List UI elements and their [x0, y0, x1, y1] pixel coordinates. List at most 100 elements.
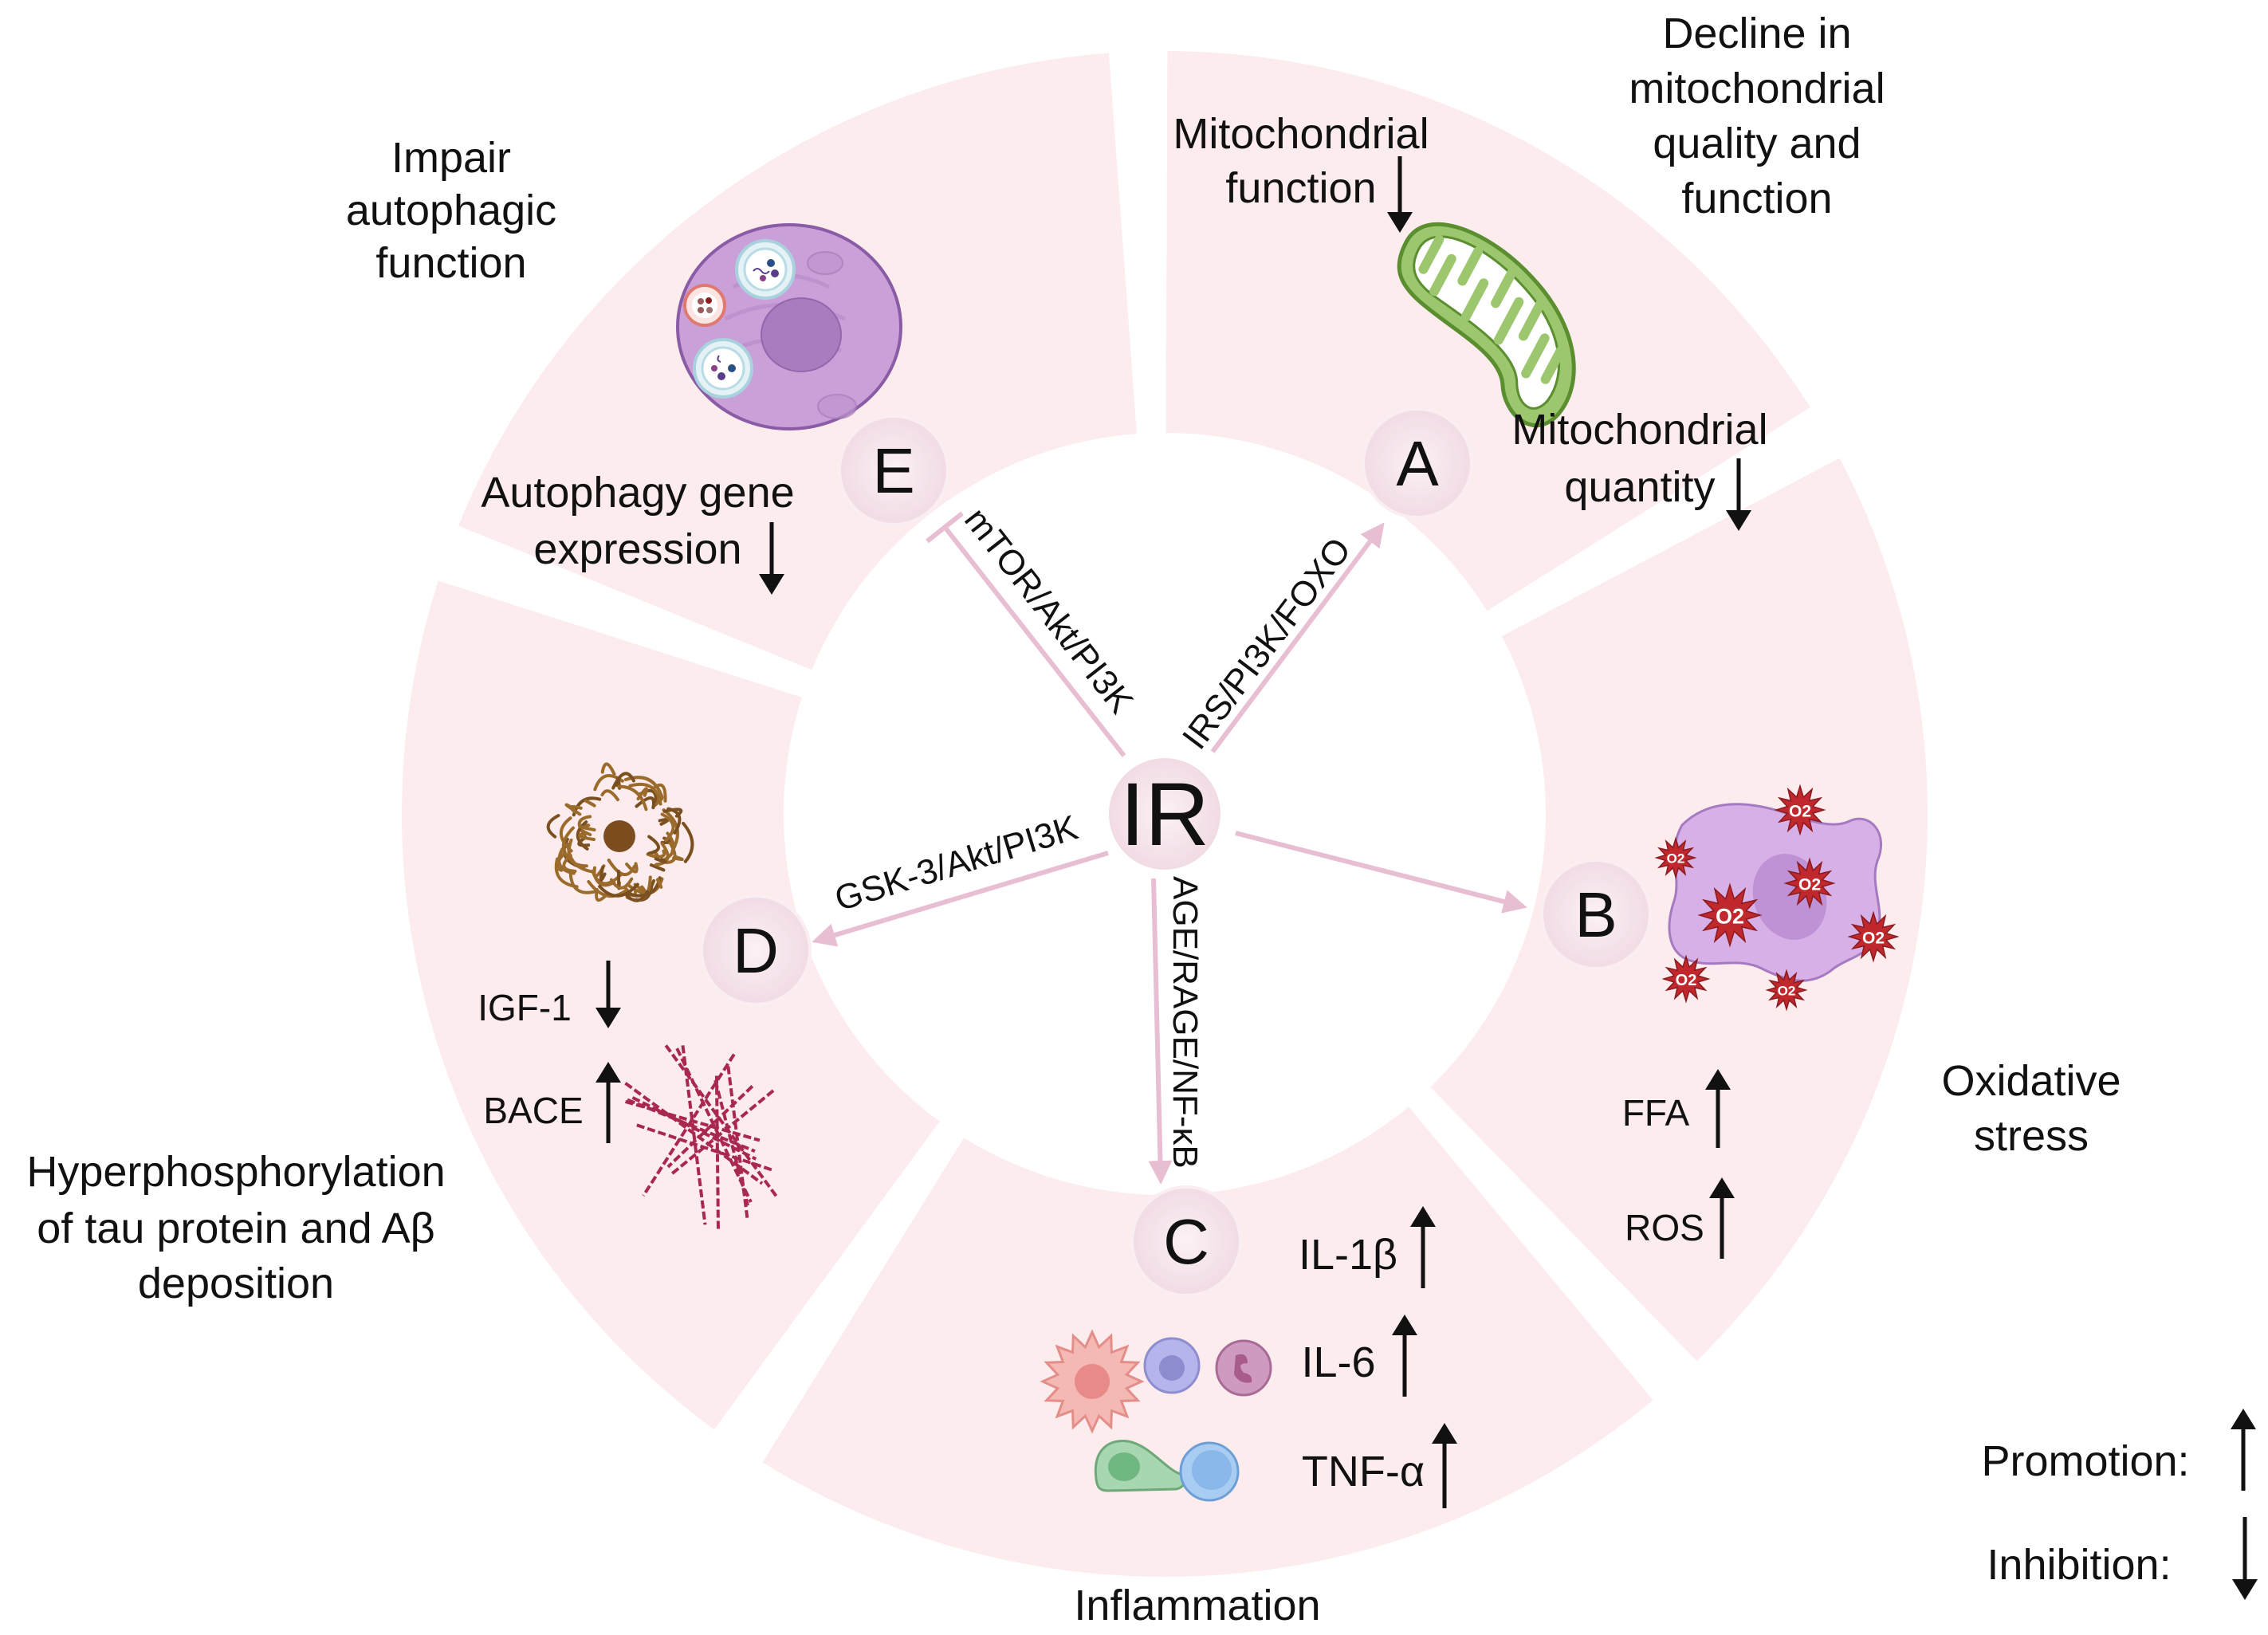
svg-text:O2: O2 [1667, 851, 1685, 867]
segment-a-title-line-1: Decline in [1662, 10, 1851, 57]
promotion-arrow-icon [1392, 1315, 1417, 1397]
mito-quantity-line-2: quantity [1564, 463, 1715, 511]
amyloid-fibril [675, 1047, 753, 1203]
segment-e-content: Impair autophagic function [346, 134, 902, 595]
neutrophil-cell-icon [1215, 1339, 1272, 1397]
segment-d-title-line-2: of tau protein and Aβ [37, 1205, 434, 1252]
tangle-strand [655, 878, 663, 889]
segment-b-title-line-2: stress [1974, 1112, 2089, 1160]
inhibition-arrow-icon [595, 961, 621, 1028]
badge-d[interactable]: D [700, 894, 812, 1006]
promotion-arrow-icon [1709, 1177, 1735, 1259]
macrophage-cell-icon [1143, 1337, 1201, 1394]
pathway-arrow-c [1148, 878, 1173, 1185]
segment-b-title-line-1: Oxidative [1941, 1057, 2121, 1105]
tangle-strand [584, 799, 596, 808]
tangle-strand [598, 882, 639, 898]
ros-star-icon: O2 [1774, 784, 1826, 836]
segment-c-title: Inflammation [1074, 1582, 1320, 1629]
tangle-strand [568, 872, 599, 894]
tangle-strand [660, 812, 675, 843]
tangle-strand [578, 831, 596, 842]
tangle-strand [672, 855, 684, 862]
tangle-strand [647, 835, 660, 855]
tangle-strand [579, 825, 596, 831]
svg-text:O2: O2 [1789, 802, 1811, 820]
amyloid-fibril [714, 1075, 720, 1230]
tangle-strand [654, 842, 670, 867]
tangle-strand [651, 783, 667, 803]
bace-label: BACE [483, 1090, 583, 1131]
pathway-arrow-d [812, 851, 1109, 947]
segment-e-title-line-2: autophagic [346, 187, 556, 234]
dendritic-cell-icon [1040, 1329, 1145, 1434]
autophagy-gene-line-2: expression [533, 525, 741, 573]
badge-c-label: C [1163, 1206, 1209, 1277]
svg-text:O2: O2 [1716, 905, 1744, 929]
svg-text:O2: O2 [1676, 972, 1697, 989]
tangle-strand [546, 814, 560, 839]
segment-c-content: IL-1β IL-6 TNF-α Inflammation [1040, 1206, 1457, 1629]
legend-promotion-arrow-icon [2231, 1409, 2256, 1491]
tangle-strand [576, 820, 589, 851]
tangle-strand [564, 803, 582, 816]
autophagosome-icon [735, 239, 796, 300]
segment-a-content: Mitochondrial function Decline in mitoch… [1173, 10, 1885, 531]
inhibition-arrow-icon [1387, 156, 1413, 233]
amyloid-plaque-icon [624, 1044, 778, 1230]
segment-a-title-line-3: quality and [1653, 120, 1861, 167]
ros-label: ROS [1625, 1207, 1704, 1248]
badge-a[interactable]: A [1362, 407, 1473, 519]
pathway-arrow-b [1235, 831, 1527, 914]
tangle-strand [654, 857, 667, 864]
tangle-core [603, 820, 635, 852]
badge-e-label: E [872, 435, 914, 506]
tangle-strand [635, 796, 656, 810]
tangle-strand [649, 849, 666, 859]
lymphocyte-cell-icon [1179, 1441, 1240, 1502]
legend: Promotion: Inhibition: [1981, 1409, 2258, 1600]
ffa-label: FFA [1622, 1092, 1690, 1134]
mito-function-line-2: function [1225, 164, 1376, 212]
tangle-strand [567, 838, 588, 868]
tangle-strand [592, 869, 616, 887]
segment-d-content: IGF-1 BACE Hyperphosphorylation of tau p… [26, 762, 778, 1307]
ros-star-icon: O2 [1847, 910, 1900, 963]
badge-b[interactable]: B [1540, 859, 1652, 970]
amyloid-fibril [636, 1123, 775, 1173]
promotion-arrow-icon [595, 1062, 621, 1143]
badge-a-label: A [1396, 428, 1439, 499]
il1b-label: IL-1β [1299, 1231, 1397, 1279]
badge-c[interactable]: C [1130, 1185, 1242, 1297]
autophagy-cell-icon [676, 223, 902, 430]
immune-cells-icon [1040, 1329, 1272, 1502]
lysosome-icon [683, 284, 726, 327]
amyloid-fibril [713, 1079, 749, 1206]
segment-d-title-line-3: deposition [138, 1260, 334, 1307]
autophagy-gene-line-1: Autophagy gene [481, 469, 794, 517]
promotion-arrow-icon [1705, 1069, 1731, 1148]
ros-star-icon: O2 [1661, 954, 1711, 1004]
svg-text:O2: O2 [1862, 929, 1885, 947]
ros-star-icon: O2 [1765, 969, 1808, 1012]
segment-e-title-line-3: function [375, 239, 526, 287]
segment-d-title-line-1: Hyperphosphorylation [26, 1148, 445, 1196]
ros-star-icon: O2 [1783, 857, 1836, 910]
tangle-strand [662, 808, 683, 818]
center-ir-label: IR [1120, 764, 1209, 864]
badge-e[interactable]: E [838, 415, 949, 526]
inhibition-arrow-icon [759, 522, 784, 595]
center-ir-node[interactable]: IR [1109, 758, 1220, 870]
tau-tangle-icon [546, 762, 694, 902]
tnfa-label: TNF-α [1302, 1448, 1425, 1495]
igf1-label: IGF-1 [478, 987, 572, 1028]
promotion-arrow-icon [1410, 1206, 1436, 1288]
tangle-strand [682, 821, 694, 863]
svg-text:O2: O2 [1798, 875, 1821, 894]
pathway-label-c: AGE/RAGE/NF-κB [1165, 876, 1205, 1169]
segment-a-title-line-2: mitochondrial [1629, 65, 1885, 112]
legend-promotion-label: Promotion: [1981, 1437, 2189, 1485]
tangle-strand [599, 865, 607, 882]
